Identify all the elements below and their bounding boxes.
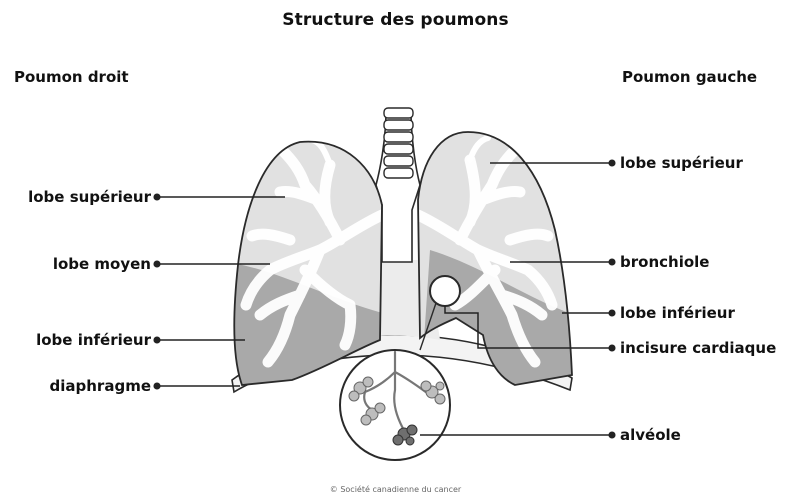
label-bronchiole: bronchiole bbox=[620, 253, 709, 271]
alveolus-marker bbox=[430, 276, 460, 306]
copyright-credit: © Société canadienne du cancer bbox=[0, 485, 791, 494]
trachea bbox=[376, 108, 420, 262]
label-left-upper-lobe: lobe supérieur bbox=[620, 154, 743, 172]
label-right-middle-lobe: lobe moyen bbox=[53, 255, 151, 273]
label-diaphragm: diaphragme bbox=[50, 377, 151, 395]
left-lung bbox=[418, 132, 580, 400]
label-cardiac-notch: incisure cardiaque bbox=[620, 339, 776, 357]
label-right-upper-lobe: lobe supérieur bbox=[28, 188, 151, 206]
alveoli-magnified bbox=[340, 350, 450, 460]
label-right-lower-lobe: lobe inférieur bbox=[36, 331, 151, 349]
label-alveolus: alvéole bbox=[620, 426, 681, 444]
label-left-lower-lobe: lobe inférieur bbox=[620, 304, 735, 322]
